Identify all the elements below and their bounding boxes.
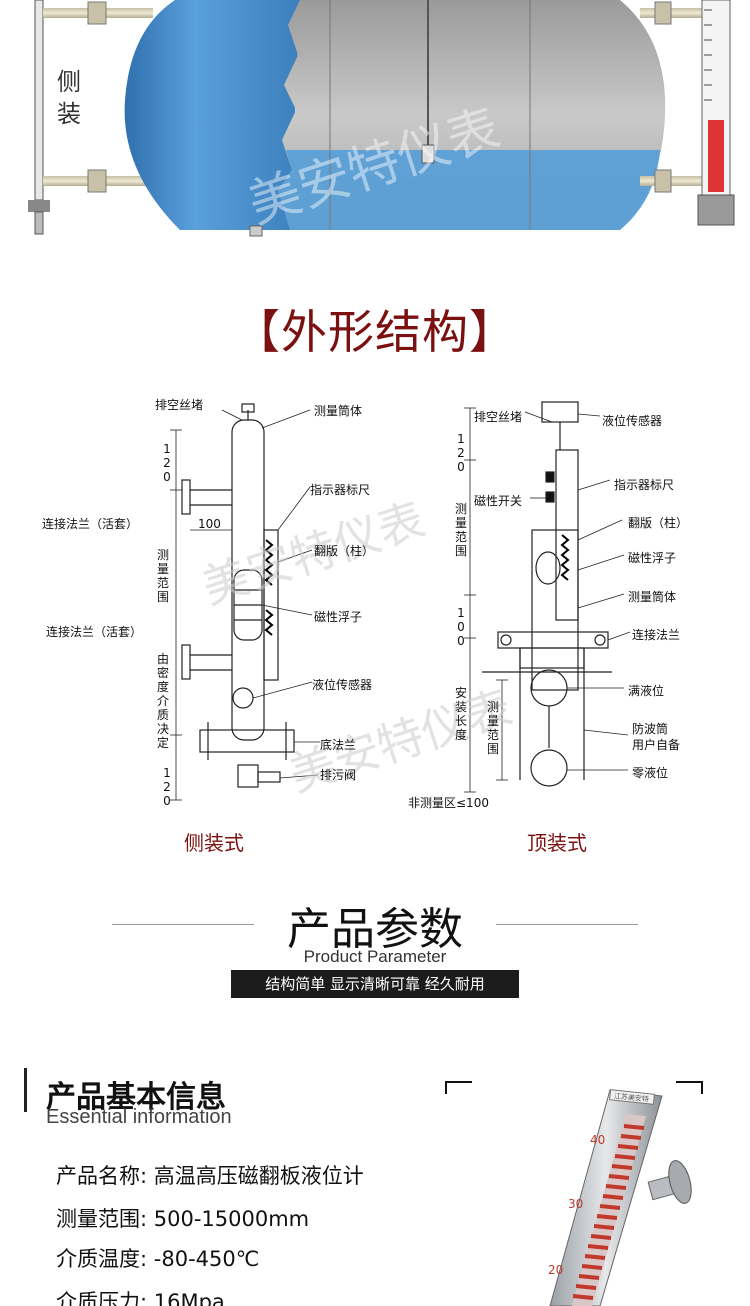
side-label-indicator-scale: 指示器标尺 — [310, 483, 371, 497]
side-label-magnetic-float: 磁性浮子 — [314, 610, 363, 624]
gauge-tick-20: 20 — [548, 1263, 563, 1277]
spec-value: 500-15000mm — [153, 1207, 310, 1231]
side-dim-120-top: 120 — [163, 442, 171, 484]
gauge-tick-40: 40 — [590, 1133, 605, 1147]
top-label-wave-tube-2: 用户自备 — [632, 738, 681, 752]
left-gauge-tube — [34, 0, 44, 201]
tank-illustration: 美安特仪表 侧装 — [0, 0, 750, 245]
structure-diagrams: 美安特仪表 美安特仪表 排空丝堵 测量筒体 指示器标尺 翻版（柱） 磁性浮子 液… — [0, 380, 750, 860]
top-label-indicator-scale: 指示器标尺 — [614, 478, 675, 492]
param-title: 产品参数 — [287, 904, 463, 955]
spec-value: 16Mpa — [153, 1290, 225, 1306]
side-dim-120-bottom: 120 — [163, 766, 171, 808]
top-label-install-length: 安装长度 — [454, 686, 467, 742]
spec-value: -80-450℃ — [153, 1247, 260, 1271]
top-label-connect-flange: 连接法兰 — [632, 628, 681, 642]
side-label-connect-flange-top: 连接法兰（活套） — [42, 517, 139, 531]
spec-label: 介质温度: — [56, 1247, 154, 1271]
param-badge: 结构简单 显示清晰可靠 经久耐用 — [231, 970, 519, 998]
param-divider-right — [496, 924, 638, 925]
top-mount-caption: 顶装式 — [527, 831, 587, 855]
spec-medium-pressure: 介质压力: 16Mpa — [56, 1286, 225, 1306]
gauge-tick-30: 30 — [568, 1197, 583, 1211]
side-label-measure-range: 测量范围 — [156, 548, 169, 604]
top-label-wave-tube-1: 防波筒 — [632, 722, 669, 736]
info-accent-bar — [24, 1068, 27, 1112]
top-dim-100: 100 — [457, 606, 465, 648]
top-label-magnetic-switch: 磁性开关 — [474, 494, 523, 508]
side-mount-label: 侧装 — [57, 68, 81, 128]
spec-measure-range: 测量范围: 500-15000mm — [56, 1203, 309, 1233]
top-label-non-measure: 非测量区≤100 — [408, 796, 489, 810]
top-cylinder — [531, 529, 579, 691]
spec-label: 测量范围: — [56, 1207, 154, 1231]
gauge-product-photo: 江苏美安特 40 30 20 — [440, 1078, 710, 1306]
top-label-measuring-cylinder: 测量筒体 — [628, 590, 677, 604]
spec-value: 高温高压磁翻板液位计 — [153, 1164, 364, 1188]
spec-product-name: 产品名称: 高温高压磁翻板液位计 — [56, 1160, 364, 1190]
side-label-density-note: 由密度介质决定 — [156, 652, 169, 750]
side-label-drain-valve: 排污阀 — [320, 768, 357, 782]
top-label-magnetic-float: 磁性浮子 — [628, 551, 677, 565]
side-label-flap-column: 翻版（柱） — [314, 544, 375, 558]
top-label-measure-range-2: 测量范围 — [486, 700, 499, 756]
left-gauge-flange — [28, 200, 50, 212]
top-label-level-sensor: 液位传感器 — [602, 414, 663, 428]
info-title: 产品基本信息 — [46, 1080, 226, 1115]
side-label-measuring-cylinder: 测量筒体 — [314, 404, 363, 418]
structure-section-title: 【外形结构】 — [234, 305, 516, 359]
side-label-connect-flange-bottom: 连接法兰（活套） — [46, 625, 143, 639]
top-label-vent-plug: 排空丝堵 — [474, 410, 523, 424]
top-indicator — [555, 449, 579, 621]
side-label-bottom-flange: 底法兰 — [320, 738, 357, 752]
spec-label: 介质压力: — [56, 1290, 154, 1306]
top-label-flap-column: 翻版（柱） — [628, 516, 689, 530]
side-dim-100: 100 — [198, 517, 221, 531]
tank-blue-end — [124, 0, 300, 230]
diagram-watermark-2: 美安特仪表 — [283, 680, 518, 802]
param-subtitle: Product Parameter — [303, 947, 447, 966]
top-label-full-level: 满液位 — [628, 684, 665, 698]
right-gauge-red-level — [708, 120, 724, 192]
info-subtitle: Essential information — [46, 1106, 232, 1128]
tank-water — [278, 150, 660, 230]
gauge-svg: 江苏美安特 40 30 20 — [445, 1081, 703, 1306]
top-label-measure-range: 测量范围 — [454, 502, 467, 558]
top-label-zero-level: 零液位 — [632, 766, 669, 780]
tank-svg: 美安特仪表 — [28, 0, 735, 237]
top-dim-120: 120 — [457, 432, 465, 474]
spec-label: 产品名称: — [56, 1164, 154, 1188]
side-label-vent-plug: 排空丝堵 — [155, 398, 204, 412]
side-label-level-sensor: 液位传感器 — [312, 678, 373, 692]
side-mount-caption: 侧装式 — [184, 831, 244, 855]
spec-medium-temp: 介质温度: -80-450℃ — [56, 1243, 259, 1273]
diagram-drawing: 美安特仪表 美安特仪表 — [170, 401, 631, 802]
gauge-brand: 江苏美安特 — [614, 1091, 650, 1104]
param-divider-left — [112, 924, 254, 925]
